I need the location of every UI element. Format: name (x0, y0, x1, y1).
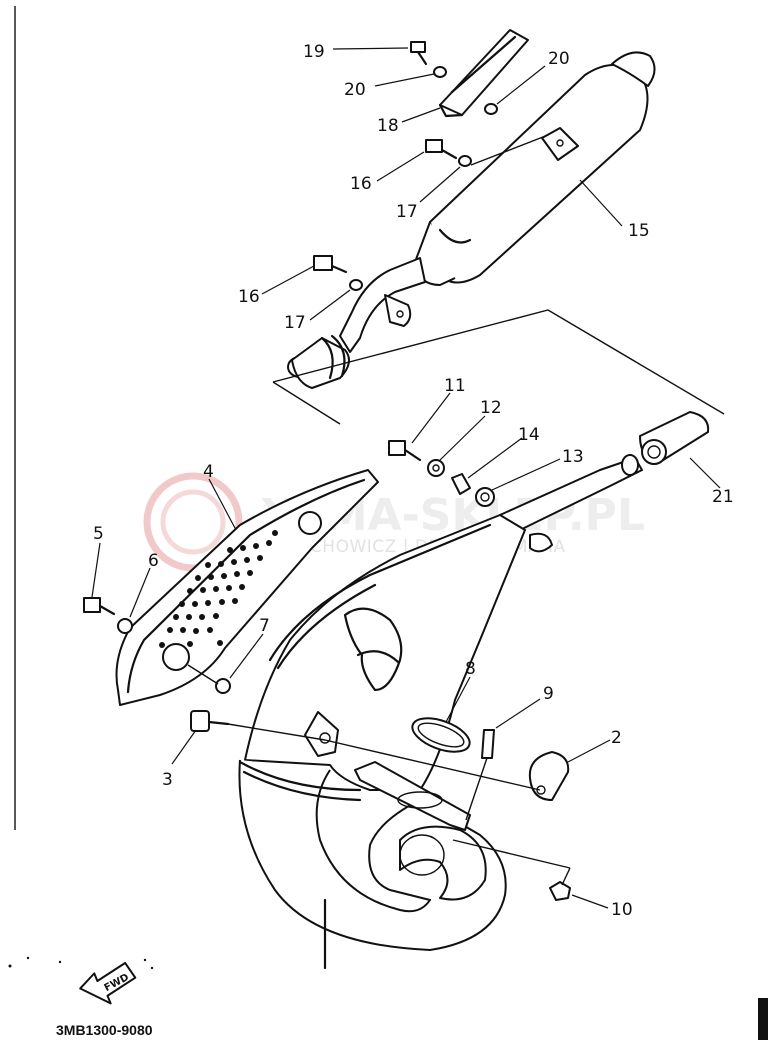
callout-16-upper: 16 (350, 174, 372, 194)
heat-guard-part-4 (115, 469, 379, 706)
callout-21: 21 (712, 487, 734, 507)
diagram-code: 3MB1300-9080 (56, 1022, 153, 1038)
callout-7: 7 (259, 616, 270, 636)
callout-19: 19 (303, 42, 325, 62)
corner-mark (758, 998, 768, 1040)
callout-4: 4 (203, 462, 214, 482)
guard-fasteners (83, 597, 231, 694)
silencer-fasteners (313, 41, 549, 291)
callout-6: 6 (148, 551, 159, 571)
callout-9: 9 (543, 684, 554, 704)
callout-13: 13 (562, 447, 584, 467)
callout-17-upper: 17 (396, 202, 418, 222)
callout-16-lower: 16 (238, 287, 260, 307)
bolt-part-3 (190, 710, 230, 732)
leader-lines (91, 47, 721, 909)
callout-20-right: 20 (548, 49, 570, 69)
joint-fasteners-11-14 (388, 440, 495, 507)
callout-10: 10 (611, 900, 633, 920)
silencer-cover-part-18 (438, 29, 529, 118)
callout-17-lower: 17 (284, 313, 306, 333)
callout-2: 2 (611, 728, 622, 748)
callout-12: 12 (480, 398, 502, 418)
callout-3: 3 (162, 770, 173, 790)
guard-perforation-holes (159, 530, 278, 648)
callout-20-left: 20 (344, 80, 366, 100)
gasket-part-8 (411, 717, 471, 753)
callout-11: 11 (444, 376, 466, 396)
callout-14: 14 (518, 425, 540, 445)
silencer-part-15 (272, 51, 725, 425)
callout-5: 5 (93, 524, 104, 544)
bracket-part-2 (528, 751, 570, 801)
forward-direction-arrow: FWD (8, 956, 154, 1005)
nut-part-10 (549, 881, 571, 901)
stud-part-9 (481, 729, 495, 759)
alignment-lines (187, 664, 571, 970)
joint-part-21 (639, 411, 710, 465)
callout-18: 18 (377, 116, 399, 136)
callout-8: 8 (465, 659, 476, 679)
exhaust-chamber-part-1 (238, 454, 643, 951)
callout-15: 15 (628, 221, 650, 241)
callout-labels: 19 20 20 18 16 17 15 16 17 11 12 14 13 2… (93, 42, 734, 920)
